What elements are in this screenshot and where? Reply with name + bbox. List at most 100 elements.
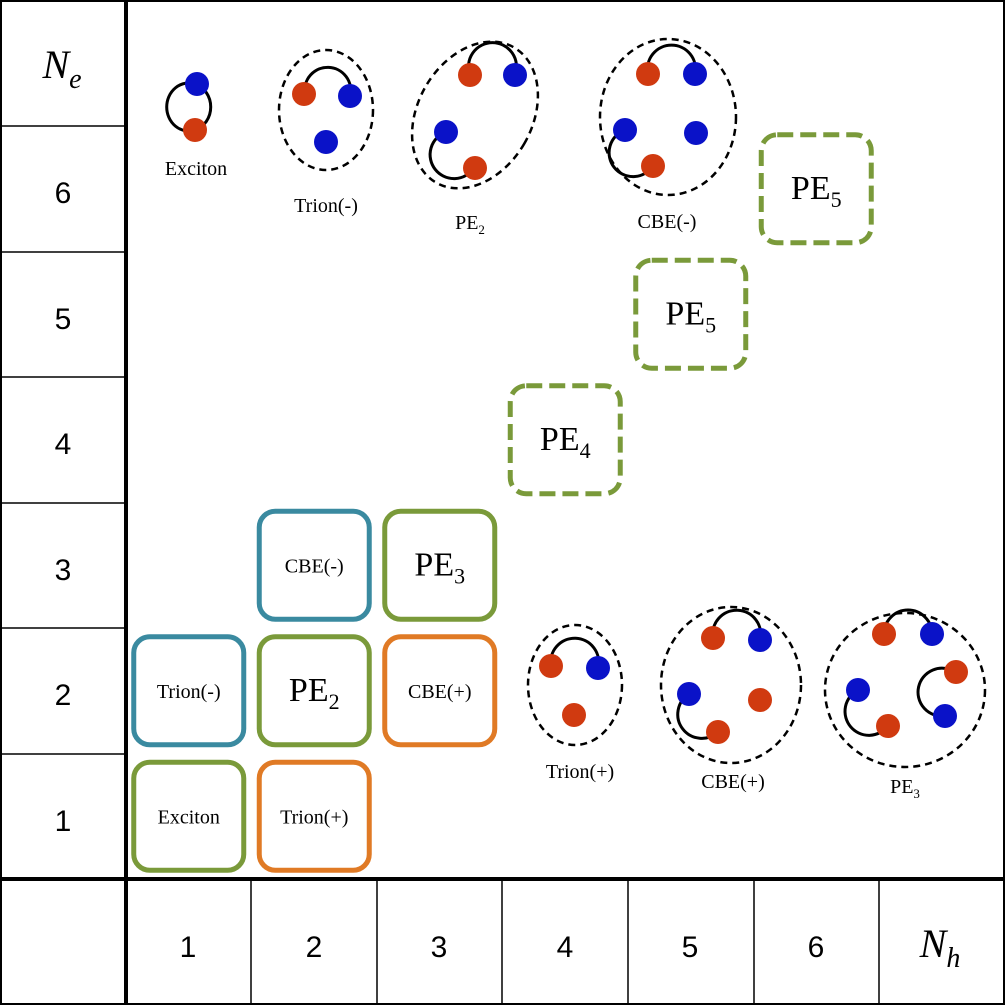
trion-plus-sketch [526, 623, 624, 747]
dashed-outline [526, 623, 624, 747]
dashed-outline [598, 37, 738, 197]
dashed-outline [277, 48, 375, 172]
dashed-outline [659, 605, 803, 765]
x-axis-label: Nh [919, 921, 961, 974]
pe3-caption: PE3 [890, 776, 920, 801]
box-pe5-a: PE5 [633, 257, 749, 371]
x-tick-label: 3 [431, 931, 448, 964]
y-tick-label: 6 [55, 177, 72, 210]
dashed-outline [823, 611, 987, 769]
box-label: Trion(-) [157, 681, 221, 703]
binding-line [467, 41, 518, 76]
box-outline [256, 508, 372, 622]
box-cbe-plus: CBE(+) [382, 634, 498, 748]
box-outline [131, 634, 247, 748]
cbe-minus-caption: CBE(-) [638, 211, 697, 233]
hole-dot [876, 714, 900, 738]
cbe-minus-sketch [598, 37, 738, 197]
x-tick-label: 5 [682, 931, 699, 964]
electron-dot [613, 118, 637, 142]
x-tick-label: 2 [306, 931, 323, 964]
box-label: PE3 [414, 546, 465, 588]
y-tick-label: 5 [55, 303, 72, 336]
box-pe2: PE2 [256, 634, 372, 748]
electron-dot [933, 704, 957, 728]
pe3-sketch [823, 608, 987, 769]
box-outline [507, 383, 623, 497]
box-label: CBE(+) [408, 681, 472, 703]
hole-dot [636, 62, 660, 86]
x-tick-label: 6 [808, 931, 825, 964]
trion-minus-sketch [277, 48, 375, 172]
box-outline [256, 759, 372, 873]
box-outline [758, 132, 874, 246]
box-label: CBE(-) [285, 555, 344, 577]
box-outline [382, 634, 498, 748]
box-exciton: Exciton [131, 759, 247, 873]
hole-dot [539, 654, 563, 678]
electron-dot [503, 63, 527, 87]
box-label: PE5 [665, 295, 716, 337]
dashed-outline [410, 40, 540, 190]
hole-dot [701, 626, 725, 650]
y-axis-label: Ne [41, 42, 81, 95]
box-cbe-minus: CBE(-) [256, 508, 372, 622]
electron-dot [846, 678, 870, 702]
electron-dot [683, 62, 707, 86]
hole-dot [562, 703, 586, 727]
box-label: PE5 [791, 170, 842, 212]
box-trion-minus: Trion(-) [131, 634, 247, 748]
box-trion-plus: Trion(+) [256, 759, 372, 873]
box-label: Trion(+) [280, 806, 348, 828]
exciton-caption: Exciton [165, 158, 227, 180]
x-tick-labels: 1 2 3 4 5 6 [180, 931, 825, 964]
complex-sketches: Exciton Trion(-) PE2 [165, 37, 987, 801]
electron-dot [586, 656, 610, 680]
exciton-sketch [165, 72, 213, 142]
cbe-plus-sketch [659, 605, 803, 765]
y-tick-label: 2 [55, 679, 72, 712]
trion-plus-caption: Trion(+) [546, 761, 614, 783]
trion-minus-caption: Trion(-) [294, 195, 358, 217]
hole-dot [641, 154, 665, 178]
binding-line [428, 130, 476, 181]
hole-dot [463, 156, 487, 180]
hole-dot [748, 688, 772, 712]
box-pe5-b: PE5 [758, 132, 874, 246]
hole-dot [183, 118, 207, 142]
box-outline [131, 759, 247, 873]
hole-dot [872, 622, 896, 646]
cbe-plus-caption: CBE(+) [701, 771, 765, 793]
binding-line [607, 128, 655, 179]
electron-dot [185, 72, 209, 96]
electron-dot [434, 120, 458, 144]
box-label: PE2 [289, 672, 340, 714]
y-tick-label: 4 [55, 428, 72, 461]
y-tick-label: 3 [55, 554, 72, 587]
box-label: Exciton [158, 806, 220, 828]
electron-dot [314, 130, 338, 154]
box-outline [256, 634, 372, 748]
y-tick-label: 1 [55, 805, 72, 838]
pe2-caption: PE2 [455, 212, 485, 237]
y-tick-labels: 6 5 4 3 2 1 [55, 177, 72, 838]
electron-dot [677, 682, 701, 706]
box-label: PE4 [540, 421, 591, 463]
binding-line [916, 666, 956, 718]
box-outline [382, 508, 498, 622]
x-tick-label: 1 [180, 931, 197, 964]
hole-dot [292, 82, 316, 106]
box-outline [633, 257, 749, 371]
electron-dot [338, 84, 362, 108]
pe2-sketch [410, 40, 540, 190]
box-pe4: PE4 [507, 383, 623, 497]
x-tick-label: 4 [557, 931, 574, 964]
hole-dot [944, 660, 968, 684]
electron-dot [684, 121, 708, 145]
hole-dot [706, 720, 730, 744]
hole-dot [458, 63, 482, 87]
electron-dot [748, 628, 772, 652]
